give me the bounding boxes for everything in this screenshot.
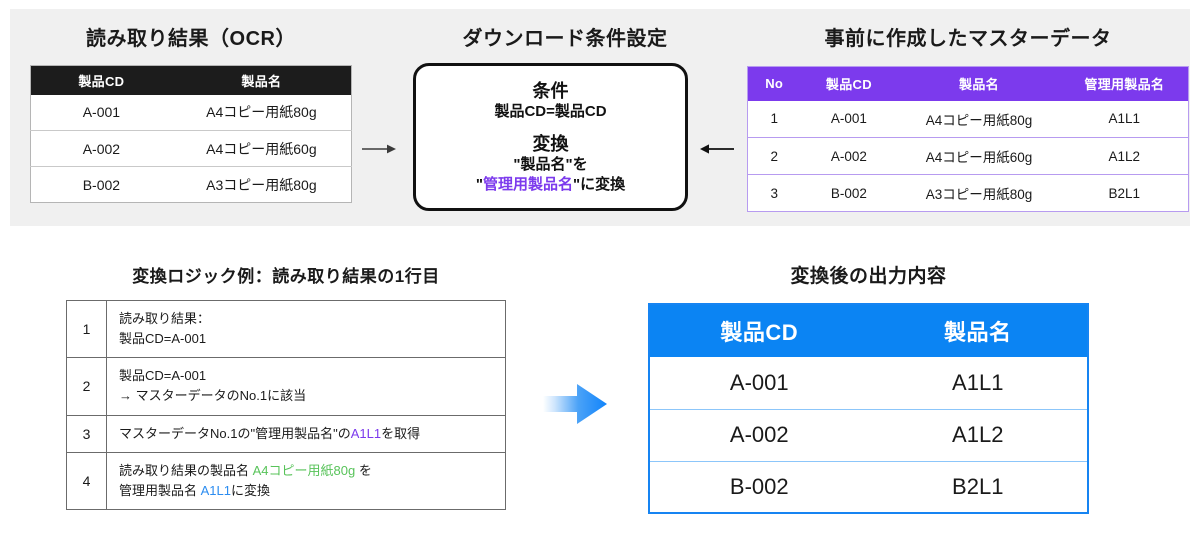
logic-section-title: 変換ロジック例：読み取り結果の1行目 <box>132 267 440 286</box>
output-header-cd: 製品CD <box>649 304 869 357</box>
master-cell-no: 3 <box>747 174 801 212</box>
table-row: A-001 A1L1 <box>649 357 1088 409</box>
logic-step-number: 4 <box>66 451 107 510</box>
table-row: 2 A-002 A4コピー用紙60g A1L2 <box>747 137 1189 175</box>
master-cell-cd: A-001 <box>830 111 867 127</box>
output-header-row: 製品CD 製品名 <box>649 304 1088 357</box>
ocr-cell-cd: A-001 <box>82 104 121 121</box>
table-row: B-002 B2L1 <box>649 460 1088 513</box>
master-section-title: 事前に作成したマスターデータ <box>824 28 1112 50</box>
master-cell-cd: B-002 <box>800 174 898 212</box>
output-section-title: 変換後の出力内容 <box>790 266 947 287</box>
logic-step-text: マスターデータNo.1の"管理用製品名"のA1L1を取得 <box>106 414 506 453</box>
table-row: B-002 A3コピー用紙80g <box>30 166 352 203</box>
condition-section-title: ダウンロード条件設定 <box>462 28 668 50</box>
logic-step-number: 3 <box>66 414 107 453</box>
master-cell-name: A4コピー用紙60g <box>897 137 1061 175</box>
table-row: A-002 A4コピー用紙60g <box>30 130 352 167</box>
left-arrow-icon <box>700 142 734 156</box>
output-cell-cd: A-001 <box>729 369 789 395</box>
master-header-no: No <box>747 66 801 101</box>
ocr-cell-name: A4コピー用紙80g <box>206 104 317 121</box>
master-cell-no: 1 <box>770 111 778 127</box>
big-right-arrow-icon <box>543 382 607 426</box>
ocr-cell-cd: B-002 <box>30 166 172 203</box>
logic-step-text: 読み取り結果：製品CD=A-001 <box>106 299 506 359</box>
ocr-result-table: 製品CD 製品名 A-001 A4コピー用紙80g A-002 A4コピー用紙6… <box>30 65 352 203</box>
ocr-cell-cd: A-002 <box>30 130 172 167</box>
list-item: 1 読み取り結果：製品CD=A-001 <box>66 299 506 359</box>
condition-line3-highlight: 管理用製品名 <box>482 175 573 193</box>
condition-heading-2: 変換 <box>532 133 569 154</box>
master-cell-name: A4コピー用紙80g <box>925 112 1033 128</box>
output-cell-name: B2L1 <box>868 460 1088 513</box>
output-result-table: 製品CD 製品名 A-001 A1L1 A-002 A1L2 B-002 B2L… <box>648 303 1089 514</box>
master-header-name: 製品名 <box>897 66 1061 101</box>
ocr-header-cd: 製品CD <box>30 65 172 95</box>
logic-step-number: 2 <box>66 357 107 416</box>
ocr-cell-name: A3コピー用紙80g <box>171 166 352 203</box>
condition-line-1: 製品CD=製品CD <box>494 103 607 121</box>
right-arrow-icon <box>362 142 396 156</box>
condition-line-3: "管理用製品名"に変換 <box>476 175 625 195</box>
table-row: A-001 A4コピー用紙80g <box>31 95 352 131</box>
output-cell-cd: B-002 <box>649 460 869 513</box>
master-cell-no: 2 <box>747 137 801 175</box>
condition-heading-1: 条件 <box>532 80 569 101</box>
condition-line3-prefix: " <box>475 175 483 193</box>
condition-box: 条件 製品CD=製品CD 変換 "製品名"を "管理用製品名"に変換 <box>413 63 688 211</box>
master-header-row: No 製品CD 製品名 管理用製品名 <box>747 66 1189 101</box>
master-cell-cd: A-002 <box>800 137 898 175</box>
output-cell-name: A1L2 <box>868 408 1088 461</box>
table-row: A-002 A1L2 <box>649 408 1088 461</box>
output-header-name: 製品名 <box>868 304 1088 357</box>
logic-step-number: 1 <box>66 299 107 359</box>
output-cell-cd: A-002 <box>649 408 869 461</box>
master-cell-name: A3コピー用紙80g <box>897 174 1061 212</box>
master-data-table: No 製品CD 製品名 管理用製品名 1 A-001 A4コピー用紙80g A1… <box>747 66 1189 212</box>
list-item: 4 読み取り結果の製品名 A4コピー用紙80g を管理用製品名 A1L1に変換 <box>66 451 506 510</box>
table-row: 3 B-002 A3コピー用紙80g B2L1 <box>747 174 1189 212</box>
logic-step-text: 製品CD=A-001→ マスターデータのNo.1に該当 <box>106 357 506 416</box>
output-cell-name: A1L1 <box>952 369 1004 395</box>
ocr-cell-name: A4コピー用紙60g <box>171 130 352 167</box>
master-header-admin: 管理用製品名 <box>1060 66 1189 101</box>
list-item: 3 マスターデータNo.1の"管理用製品名"のA1L1を取得 <box>66 414 506 453</box>
ocr-section-title: 読み取り結果（OCR） <box>86 28 296 50</box>
condition-line3-suffix: "に変換 <box>573 175 626 193</box>
list-item: 2 製品CD=A-001→ マスターデータのNo.1に該当 <box>66 357 506 416</box>
table-row: 1 A-001 A4コピー用紙80g A1L1 <box>748 101 1189 138</box>
ocr-header-row: 製品CD 製品名 <box>30 65 352 95</box>
master-cell-admin: A1L1 <box>1108 111 1141 127</box>
conversion-logic-table: 1 読み取り結果：製品CD=A-001 2 製品CD=A-001→ マスターデー… <box>66 299 506 510</box>
master-cell-admin: B2L1 <box>1060 174 1189 212</box>
logic-step-text: 読み取り結果の製品名 A4コピー用紙80g を管理用製品名 A1L1に変換 <box>106 451 506 510</box>
master-header-cd: 製品CD <box>800 66 898 101</box>
condition-line-2: "製品名"を <box>513 156 588 174</box>
ocr-header-name: 製品名 <box>171 65 352 95</box>
master-cell-admin: A1L2 <box>1060 137 1189 175</box>
